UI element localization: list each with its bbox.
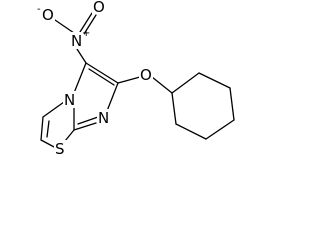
bond-o-cy — [151, 76, 173, 94]
bond-c5-c6-inner — [88, 68, 115, 86]
atom-o-minus-charge: - — [37, 4, 41, 15]
bond-cy-4-5 — [205, 119, 235, 140]
bond-cy-2-3 — [198, 72, 231, 89]
bond-cy-5-6 — [175, 123, 207, 140]
bond-c6-n1 — [106, 82, 119, 112]
chemical-structure: O - O N + O N N S — [37, 0, 235, 158]
bond-c-nitro — [76, 48, 87, 64]
atom-n-plus-symbol: N — [71, 32, 82, 50]
atom-o-minus-symbol: O — [42, 6, 54, 24]
atom-label-layer: O - O N + O N N S — [37, 0, 153, 158]
bond-c3-c2 — [40, 116, 44, 141]
bond-c5-n4 — [73, 62, 87, 94]
atom-n-bridge-symbol: N — [64, 91, 75, 109]
bond-layer — [40, 12, 235, 149]
atom-n-ring-symbol: N — [98, 109, 109, 127]
bond-n1-c8a — [73, 122, 97, 131]
atom-o-top-symbol: O — [93, 0, 105, 16]
bond-c5-c6 — [85, 62, 119, 84]
atom-s-ring-symbol: S — [55, 140, 65, 158]
bond-cy-6-1 — [171, 92, 177, 125]
bond-cy-1-2 — [171, 72, 200, 94]
atom-n-plus-charge: + — [82, 28, 90, 39]
bond-n4-c3 — [42, 101, 65, 118]
bond-n-o-double-1 — [79, 12, 93, 33]
bond-n-o-minus — [54, 19, 75, 34]
bond-n-o-double-2 — [83, 14, 97, 35]
bond-c6-o — [117, 76, 141, 84]
bond-c2-s — [40, 139, 57, 149]
bond-cy-3-4 — [229, 87, 235, 121]
bond-c3-c2-inner — [46, 120, 50, 138]
bond-n1-c8a-inner — [77, 116, 99, 125]
bond-s-c8a — [64, 129, 75, 142]
atom-o-ether-symbol: O — [140, 66, 152, 84]
